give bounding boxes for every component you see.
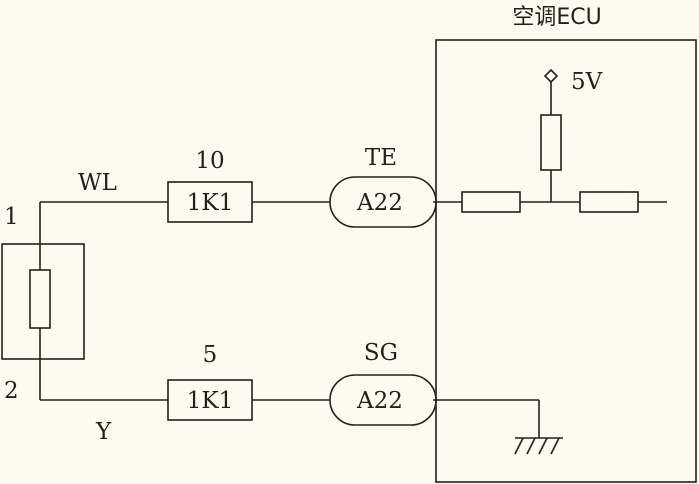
sensor-pin-2: 2 [4,378,19,404]
sg-ecu-connector-code: A22 [356,388,403,414]
te-ecu-connector-code: A22 [356,190,403,216]
supply-voltage-label: 5V [571,69,603,95]
y-wire-label: Y [95,419,112,445]
top-connector-pin: 10 [195,148,224,174]
pullup-resistor [540,114,562,171]
input-resistor [461,191,521,213]
wl-wire-label: WL [78,170,117,196]
te-ecu-connector [329,176,437,228]
top-connector-code: 1K1 [187,190,233,216]
ecu-title: 空调ECU [512,5,601,30]
ecu-box [435,39,697,483]
output-resistor [579,191,639,213]
bottom-connector-code: 1K1 [187,388,233,414]
sg-ecu-connector [329,374,437,426]
bottom-connector-pin: 5 [203,342,218,368]
te-terminal-label: TE [365,145,397,171]
ground-icon [514,437,563,455]
sg-terminal-label: SG [364,340,398,366]
sensor-element [29,269,51,329]
supply-terminal-icon [543,68,559,84]
sensor-pin-1: 1 [4,204,19,230]
sensor-body [1,243,85,360]
